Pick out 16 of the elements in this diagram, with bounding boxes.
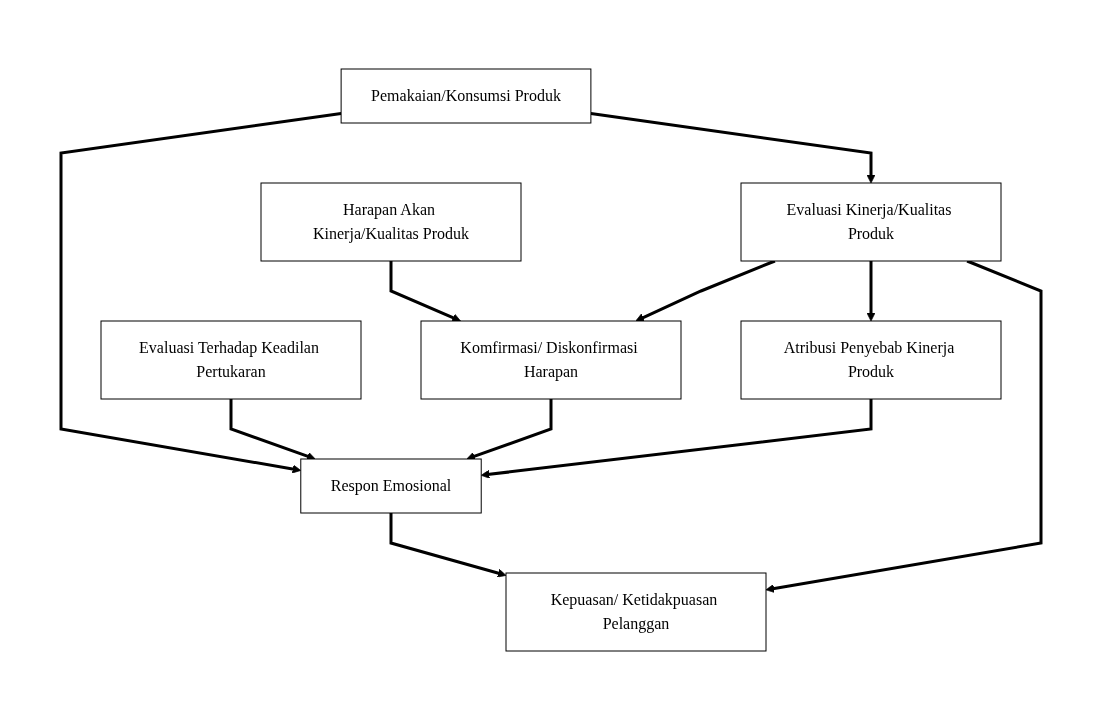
arrow (480, 399, 873, 479)
node-box: Atribusi Penyebab Kinerja Produk (740, 320, 1002, 400)
arrow (389, 513, 507, 578)
arrow (866, 261, 876, 322)
arrow (590, 112, 876, 184)
node-box: Evaluasi Terhadap Keadilan Pertukaran (100, 320, 362, 400)
node-box: Kepuasan/ Ketidakpuasan Pelanggan (505, 572, 767, 652)
node-box: Harapan Akan Kinerja/Kualitas Produk (260, 182, 522, 262)
arrow (466, 399, 553, 461)
arrow (229, 399, 316, 461)
arrow (59, 112, 342, 474)
node-box: Komfirmasi/ Diskonfirmasi Harapan (420, 320, 682, 400)
node-box: Respon Emosional (300, 458, 482, 514)
node-box: Evaluasi Kinerja/Kualitas Produk (740, 182, 1002, 262)
node-box: Pemakaian/Konsumsi Produk (340, 68, 592, 124)
arrow (389, 261, 461, 322)
